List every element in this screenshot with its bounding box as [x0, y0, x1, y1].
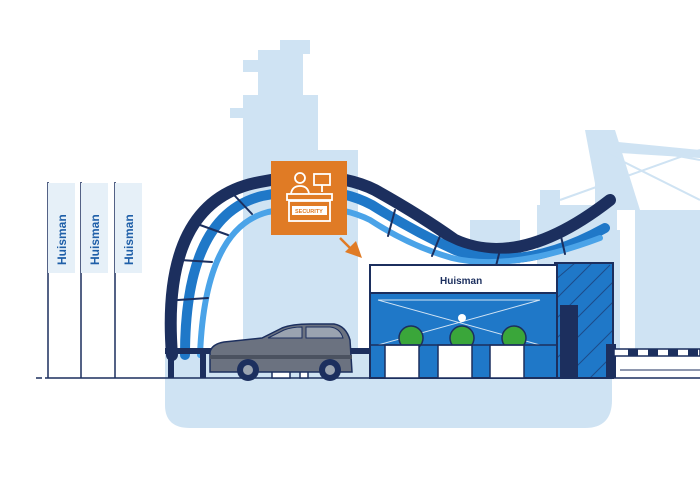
security-callout: SECURITY: [271, 161, 362, 258]
security-label: SECURITY: [295, 209, 323, 215]
flag: Huisman: [47, 182, 75, 378]
flag-row: Huisman Huisman Huisman: [47, 182, 142, 378]
crane-rigging: [559, 139, 700, 201]
flag: Huisman: [114, 182, 142, 378]
flag: Huisman: [80, 182, 108, 378]
flag-text: Huisman: [88, 214, 102, 265]
flag-text: Huisman: [122, 214, 136, 265]
arrow-icon: [345, 241, 362, 258]
flag-text: Huisman: [55, 214, 69, 265]
gate-canopy: [164, 170, 616, 361]
security-desk-icon: [286, 172, 333, 222]
car: [209, 323, 353, 381]
barrier-arm-right: [606, 344, 700, 378]
gatehouse-building: Huisman: [369, 262, 614, 379]
building-sign: Huisman: [440, 276, 482, 287]
